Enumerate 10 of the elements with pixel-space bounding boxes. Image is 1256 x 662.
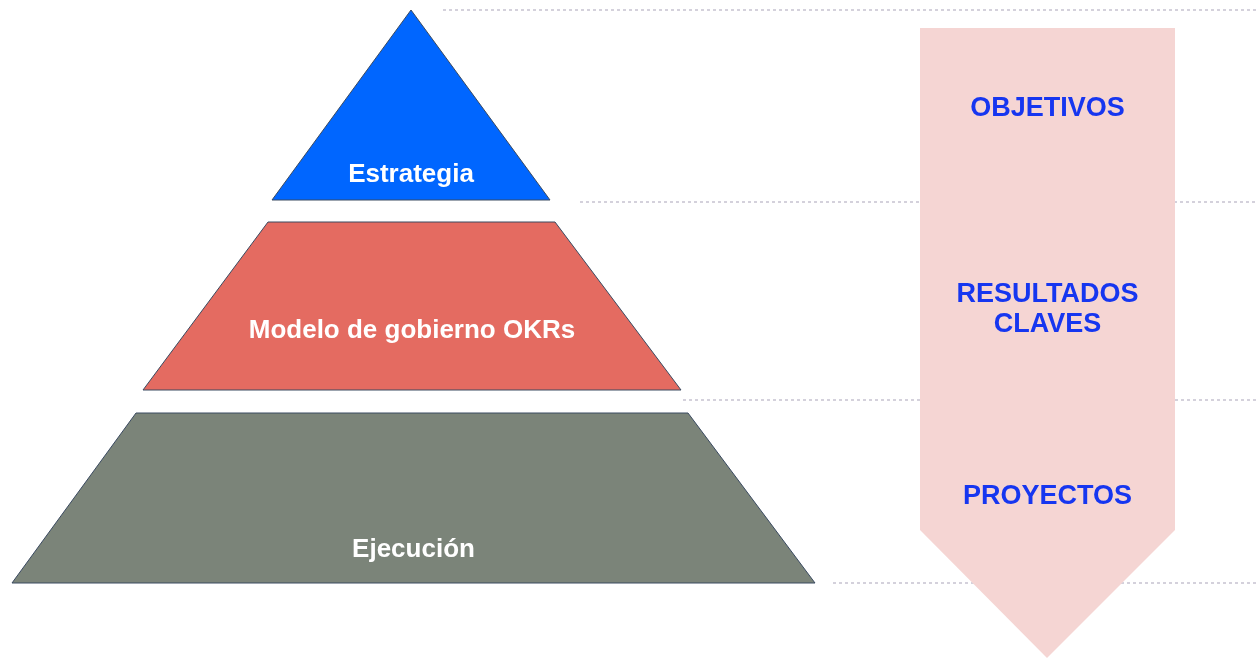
pyramid-middle-trapezoid bbox=[141, 220, 683, 392]
level-label: PROYECTOS bbox=[961, 480, 1133, 510]
level-label: Estrategia bbox=[348, 157, 474, 190]
level-label: RESULTADOS CLAVES bbox=[955, 278, 1140, 338]
level-label: Modelo de gobierno OKRs bbox=[248, 313, 576, 346]
level-label: Ejecución bbox=[352, 532, 475, 565]
pyramid-top-triangle bbox=[270, 8, 552, 202]
level-label: OBJETIVOS bbox=[969, 92, 1126, 122]
pyramid-base-trapezoid bbox=[10, 411, 817, 585]
down-arrow-band bbox=[920, 28, 1175, 660]
